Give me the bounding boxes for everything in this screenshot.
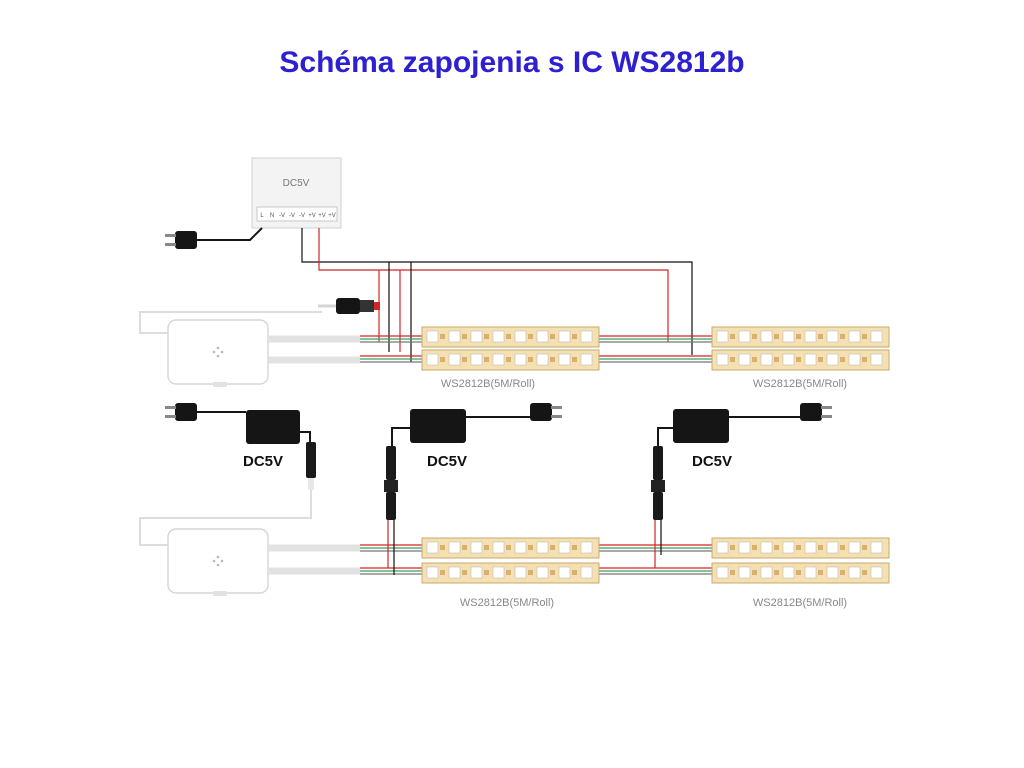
strip-label-bottom-left: WS2812B(5M/Roll) (460, 597, 554, 609)
controller-top (139, 311, 360, 387)
strip-label-top-right: WS2812B(5M/Roll) (753, 378, 847, 390)
svg-text:+V: +V (318, 213, 326, 219)
svg-text:+V: +V (328, 213, 336, 219)
bottom-strip-wires (360, 520, 712, 575)
led-strip-top-left-2 (421, 349, 600, 371)
svg-text:-V: -V (279, 213, 285, 219)
mains-plug-psu (165, 227, 263, 249)
adapter-label-1: DC5V (243, 453, 283, 470)
adapter-label-2: DC5V (427, 453, 467, 470)
dc-connector-top (318, 298, 380, 314)
psu-wires (301, 228, 693, 362)
strip-label-bottom-right: WS2812B(5M/Roll) (753, 597, 847, 609)
top-strip-wires (360, 335, 712, 363)
adapter-label-3: DC5V (692, 453, 732, 470)
power-adapter-1: DC5V (165, 403, 316, 490)
power-supply: DC5V L N -V -V -V +V +V +V (251, 157, 342, 229)
psu-label: DC5V (283, 178, 310, 189)
led-strip-top-right-2 (711, 349, 890, 371)
led-strip-bottom-left-2 (421, 562, 600, 584)
psu-terminals: L N -V -V -V +V +V +V (260, 213, 335, 219)
power-adapter-3: DC5V (651, 403, 832, 520)
led-strip-bottom-right-1 (711, 537, 890, 559)
svg-text:L: L (260, 213, 264, 219)
svg-text:N: N (270, 213, 274, 219)
page-title: Schéma zapojenia s IC WS2812b (279, 46, 745, 79)
led-strip-top-left-1 (421, 326, 600, 348)
svg-text:-V: -V (289, 213, 295, 219)
svg-text:+V: +V (308, 213, 316, 219)
strip-label-top-left: WS2812B(5M/Roll) (441, 378, 535, 390)
power-adapter-2: DC5V (384, 403, 562, 520)
led-strip-bottom-left-1 (421, 537, 600, 559)
led-strip-top-right-1 (711, 326, 890, 348)
led-strip-bottom-right-2 (711, 562, 890, 584)
svg-text:-V: -V (299, 213, 305, 219)
controller-bottom (139, 490, 360, 596)
